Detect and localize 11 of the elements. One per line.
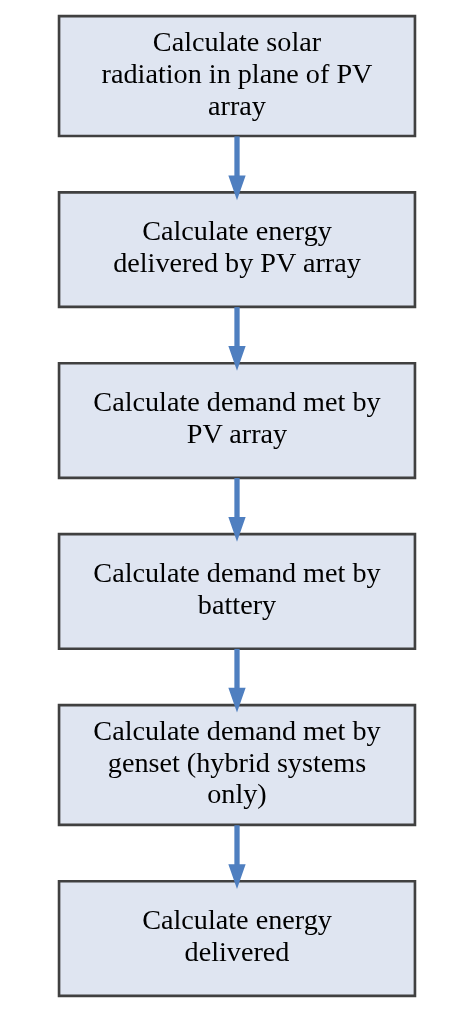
arrow <box>227 307 246 371</box>
node-box: Calculate demand met by genset (hybrid systems only) <box>57 703 416 827</box>
arrow <box>227 648 246 713</box>
node-box: Calculate demand met by battery <box>57 532 416 651</box>
node-box: Calculate solar radiation in plane of PV array <box>57 14 416 138</box>
arrow <box>227 478 246 542</box>
arrow <box>227 825 246 890</box>
node-box: Calculate demand met by PV array <box>57 361 416 480</box>
node-box: Calculate energy delivered by PV array <box>57 191 416 309</box>
arrow <box>227 136 246 201</box>
node-box: Calculate energy delivered <box>57 879 416 998</box>
